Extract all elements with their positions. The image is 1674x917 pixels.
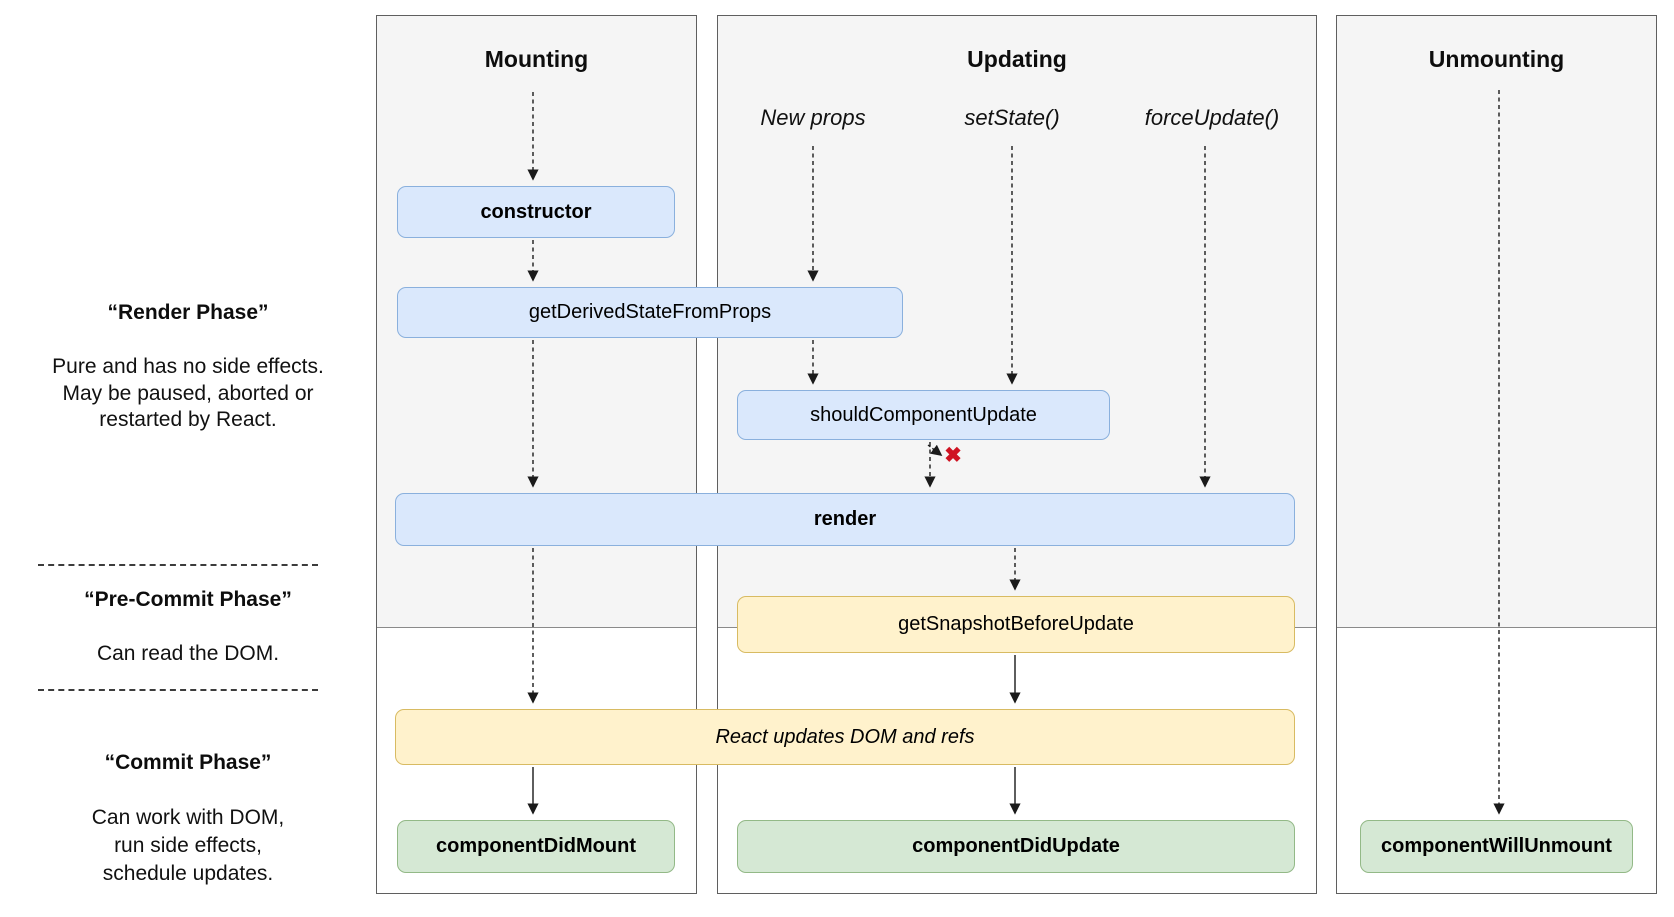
commit-phase-line: schedule updates. bbox=[102, 862, 274, 885]
pre-commit-phase-description: Can read the DOM. bbox=[28, 641, 348, 668]
commit-phase-line: run side effects, bbox=[114, 834, 262, 857]
pre-commit-phase-line: Can read the DOM. bbox=[96, 642, 280, 665]
updating-column-title: Updating bbox=[967, 46, 1067, 72]
getderivedstatefromprops-node[interactable]: getDerivedStateFromProps bbox=[397, 287, 903, 338]
constructor-node[interactable]: constructor bbox=[397, 186, 675, 238]
unmounting-column-title: Unmounting bbox=[1428, 46, 1565, 72]
componentdidmount-node[interactable]: componentDidMount bbox=[397, 820, 675, 873]
componentwillunmount-node[interactable]: componentWillUnmount bbox=[1360, 820, 1633, 873]
shouldcomponentupdate-node[interactable]: shouldComponentUpdate bbox=[737, 390, 1110, 440]
unmounting-render-phase-region bbox=[1337, 16, 1656, 628]
phase-separator bbox=[38, 564, 318, 566]
commit-phase-line: Can work with DOM, bbox=[91, 806, 285, 829]
render-phase-line: May be paused, aborted or bbox=[62, 381, 314, 405]
unmounting-column-panel: Unmounting bbox=[1336, 15, 1657, 894]
render-phase-description: Pure and has no side effects. May be pau… bbox=[28, 354, 348, 434]
setstate-label: setState() bbox=[964, 105, 1060, 130]
new-props-label: New props bbox=[760, 105, 866, 130]
render-phase-title: “Render Phase” bbox=[107, 301, 269, 324]
getsnapshotbeforeupdate-node[interactable]: getSnapshotBeforeUpdate bbox=[737, 596, 1295, 653]
commit-phase-title: “Commit Phase” bbox=[104, 751, 272, 774]
pre-commit-phase-title: “Pre-Commit Phase” bbox=[84, 588, 292, 611]
mounting-column-title: Mounting bbox=[484, 46, 589, 72]
phase-separator bbox=[38, 689, 318, 691]
abort-x-icon: ✖ bbox=[944, 444, 962, 467]
render-node[interactable]: render bbox=[395, 493, 1295, 546]
forceupdate-label: forceUpdate() bbox=[1144, 105, 1280, 130]
react-updates-dom-node: React updates DOM and refs bbox=[395, 709, 1295, 765]
componentdidupdate-node[interactable]: componentDidUpdate bbox=[737, 820, 1295, 873]
commit-phase-description: Can work with DOM, run side effects, sch… bbox=[28, 804, 348, 888]
render-phase-line: restarted by React. bbox=[99, 408, 277, 431]
render-phase-line: Pure and has no side effects. bbox=[52, 355, 324, 378]
